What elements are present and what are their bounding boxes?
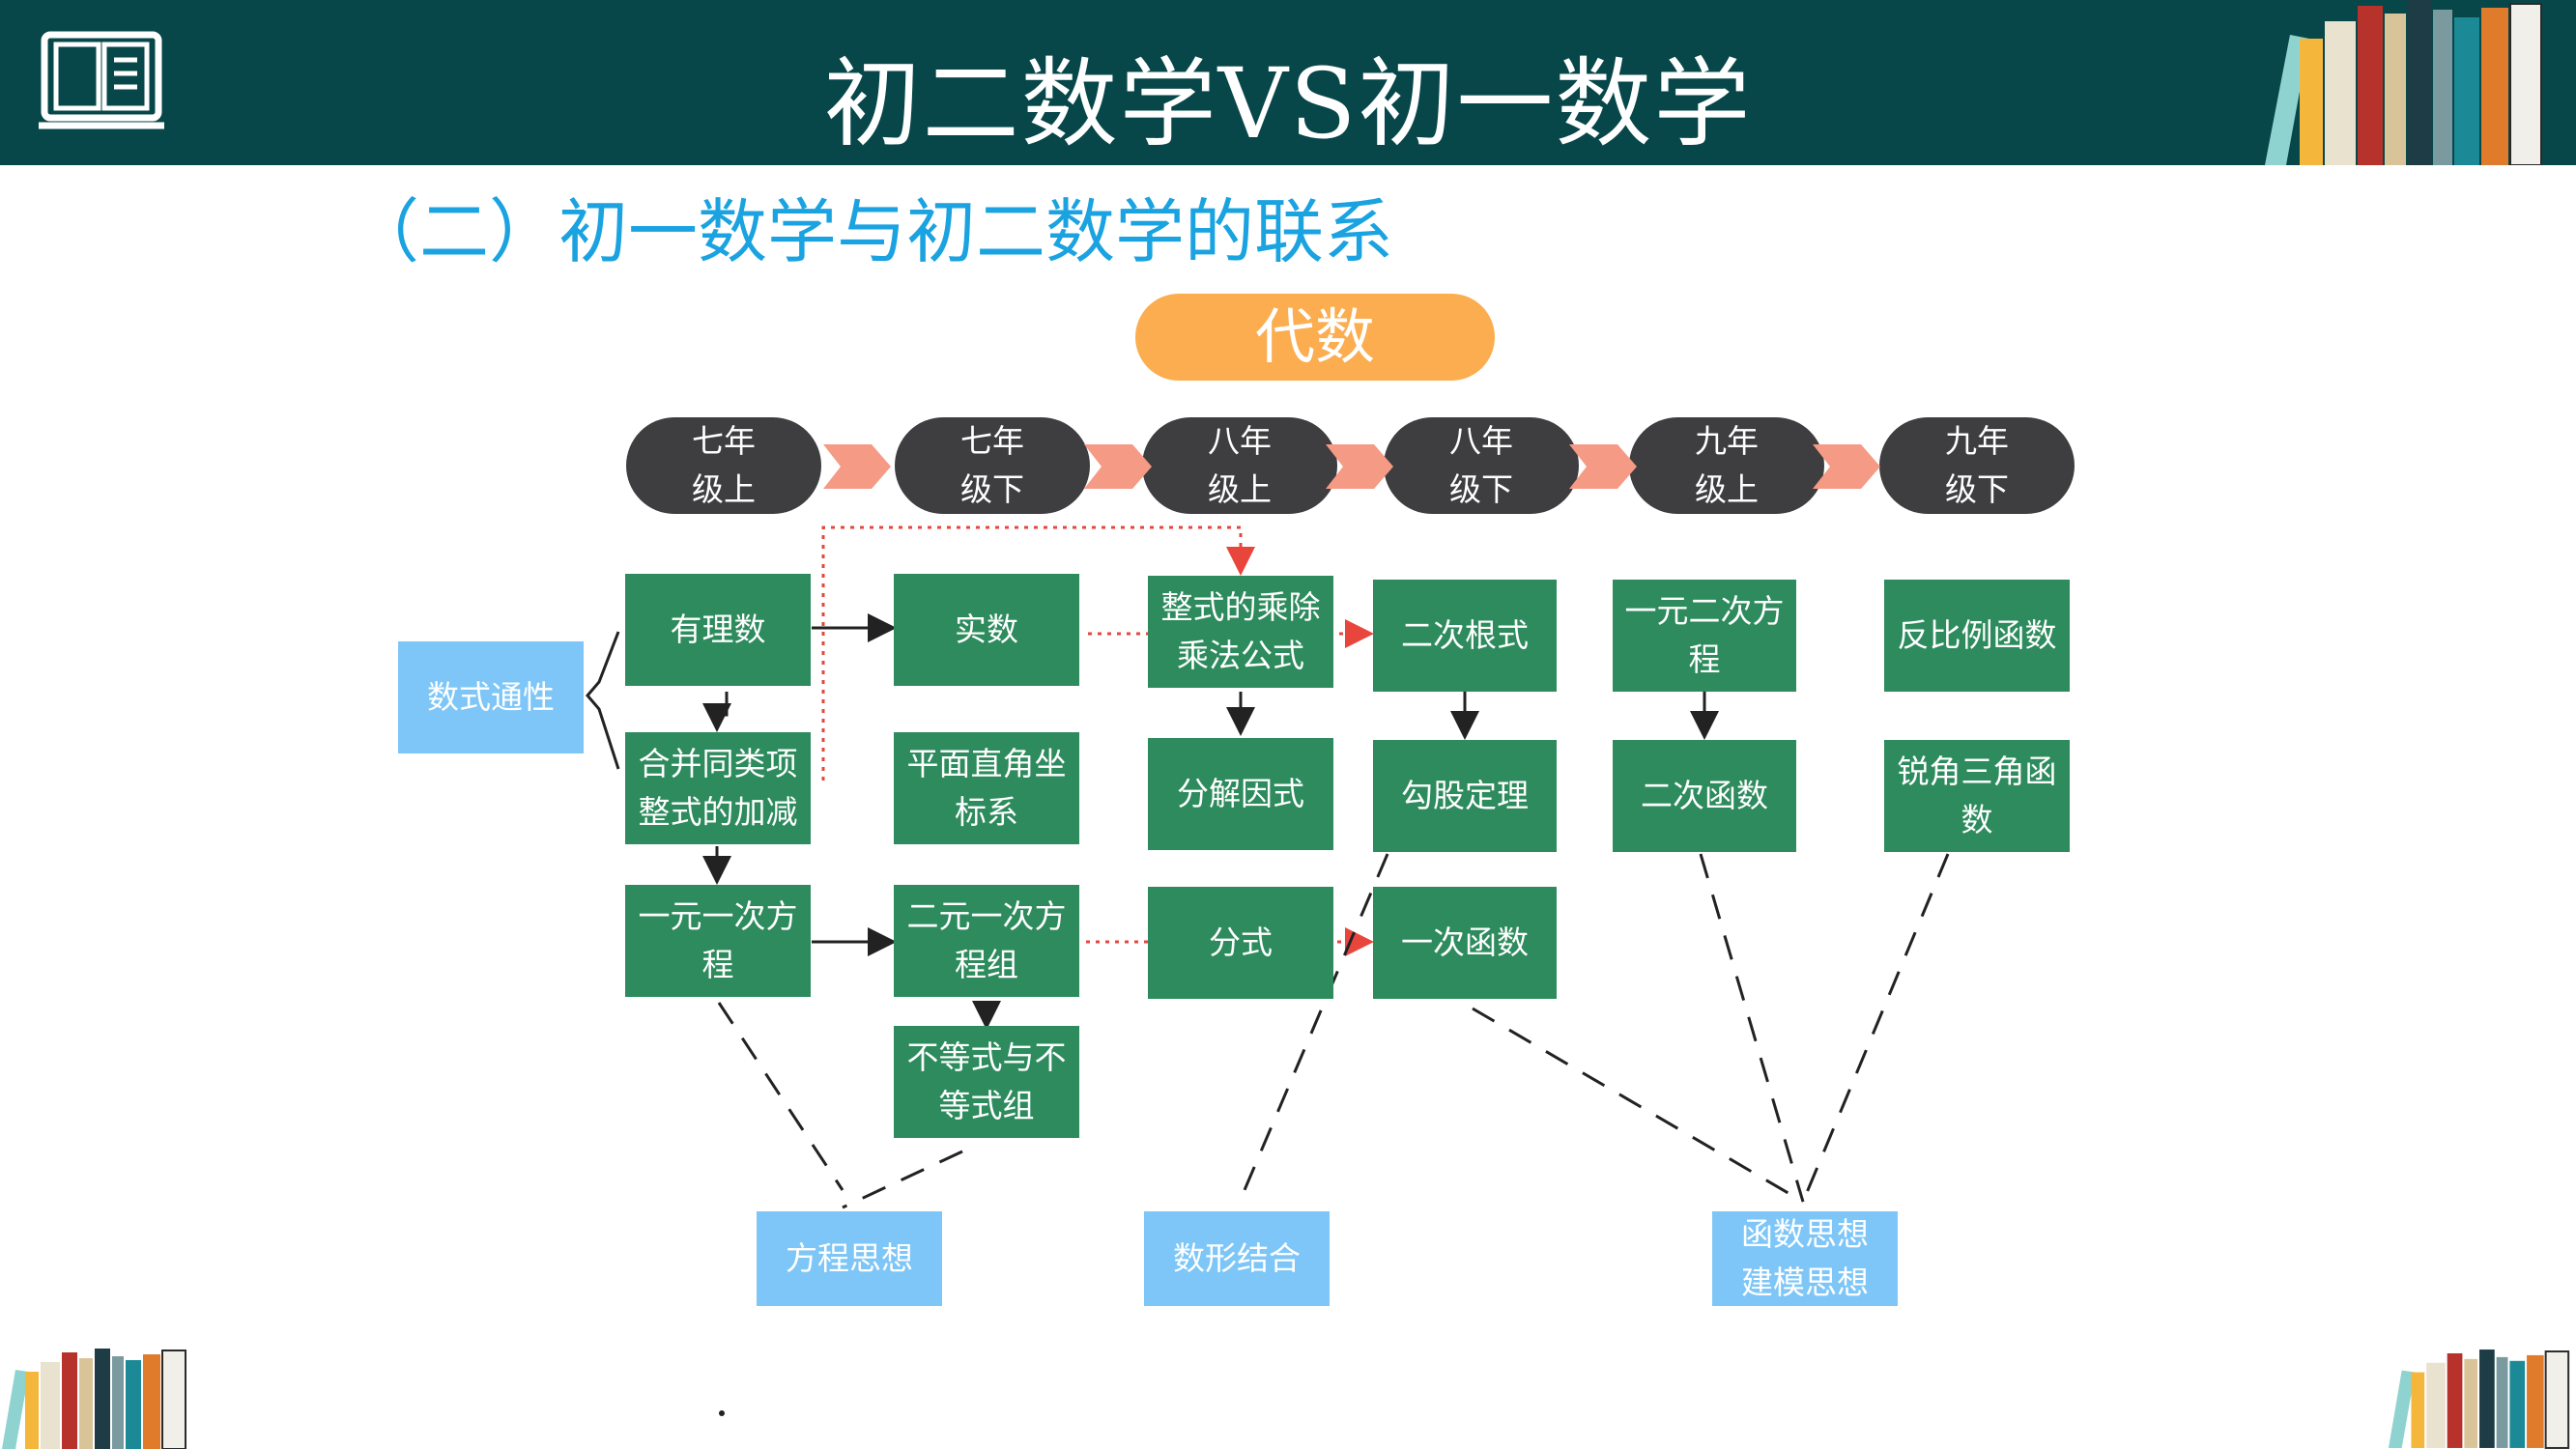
chevron-right-icon [1813, 444, 1880, 489]
thought-box: 数形结合 [1144, 1211, 1330, 1306]
bookshelf-decoration [2388, 1350, 2570, 1449]
topic-box: 二元一次方 程组 [894, 885, 1079, 997]
page-title: 初二数学VS初一数学 [823, 47, 1753, 160]
grade-line: 八年 [1208, 422, 1272, 460]
box-label: 有理数 [670, 611, 766, 648]
box-label: 反比例函数 [1897, 616, 2057, 654]
box-label: 程 [1688, 640, 1721, 678]
box-label: 分解因式 [1177, 775, 1304, 812]
topic-box: 反比例函数 [1884, 580, 2070, 692]
topic-box: 实数 [894, 574, 1079, 686]
box-label: 数式通性 [427, 678, 555, 716]
box-label: 不等式与不 [906, 1038, 1067, 1076]
chevron-right-icon [1084, 444, 1152, 489]
topic-box: 勾股定理 [1373, 740, 1557, 852]
topic-box: 二次函数 [1613, 740, 1796, 852]
topic-box: 二次根式 [1373, 580, 1557, 692]
chevron-right-icon [1569, 444, 1637, 489]
topic-box: 有理数 [625, 574, 811, 686]
box-label: 平面直角坐 [906, 745, 1067, 782]
box-label: 实数 [955, 611, 1018, 648]
grade-pill: 七年 级下 [895, 417, 1090, 514]
box-label: 勾股定理 [1401, 777, 1529, 814]
box-label: 乘法公式 [1177, 637, 1304, 674]
open-book-icon [39, 31, 164, 129]
topic-box: 整式的乘除 乘法公式 [1148, 576, 1333, 688]
box-label: 数形结合 [1173, 1239, 1301, 1277]
box-label: 合并同类项 [638, 745, 798, 782]
topic-box: 一元二次方 程 [1613, 580, 1796, 692]
chevron-right-icon [1326, 444, 1393, 489]
topic-box: 锐角三角函 数 [1884, 740, 2070, 852]
thought-box: 方程思想 [757, 1211, 942, 1306]
box-label: 方程思想 [786, 1239, 913, 1277]
box-label: 锐角三角函 [1897, 753, 2057, 790]
box-label: 等式组 [938, 1087, 1035, 1124]
grade-pill: 八年 级下 [1384, 417, 1579, 514]
topic-box: 一元一次方 程 [625, 885, 811, 997]
box-label: 二元一次方 [906, 897, 1067, 935]
topic-box: 分式 [1148, 887, 1333, 999]
section-subtitle: （二）初一数学与初二数学的联系 [350, 191, 1394, 272]
box-label: 二次函数 [1641, 777, 1768, 814]
grade-line: 八年 [1449, 422, 1513, 460]
grade-line: 九年 [1695, 422, 1759, 460]
grade-line: 级上 [1695, 470, 1759, 508]
grade-line: 级下 [1449, 470, 1513, 508]
topic-box: 分解因式 [1148, 738, 1333, 850]
box-label: 程 [701, 946, 734, 983]
grade-line: 七年 [692, 422, 756, 460]
grade-line: 九年 [1945, 422, 2009, 460]
grade-pill: 九年 级上 [1629, 417, 1824, 514]
topic-box-root: 数式通性 [398, 641, 584, 753]
box-label: 程组 [955, 946, 1018, 983]
grade-line: 七年 [960, 422, 1024, 460]
grade-pill: 七年 级上 [626, 417, 821, 514]
box-label: 整式的乘除 [1160, 588, 1321, 626]
grade-line: 级下 [960, 470, 1024, 508]
box-label: 数 [1961, 801, 1993, 838]
bookshelf-decoration [2, 1349, 186, 1449]
topic-box: 不等式与不 等式组 [894, 1026, 1079, 1138]
algebra-pill: 代数 [1135, 294, 1495, 381]
box-label: 分式 [1209, 923, 1273, 961]
grade-line: 级上 [1208, 470, 1272, 508]
box-label: 函数思想 [1741, 1215, 1869, 1253]
grade-pill: 八年 级上 [1142, 417, 1337, 514]
thought-box: 函数思想 建模思想 [1712, 1211, 1898, 1306]
topic-box: 一次函数 [1373, 887, 1557, 999]
stray-dot [719, 1410, 725, 1416]
box-label: 标系 [955, 793, 1018, 831]
grade-pill: 九年 级下 [1879, 417, 2075, 514]
bookshelf-decoration [2265, 0, 2542, 165]
topic-box: 合并同类项 整式的加减 [625, 732, 811, 844]
box-label: 一元一次方 [638, 897, 798, 935]
header-bar [0, 0, 2576, 165]
box-label: 建模思想 [1741, 1264, 1869, 1301]
box-label: 一元二次方 [1624, 592, 1785, 630]
box-label: 一次函数 [1401, 923, 1529, 961]
chevron-right-icon [823, 444, 891, 489]
grade-line: 级下 [1945, 470, 2009, 508]
grade-line: 级上 [692, 470, 756, 508]
box-label: 整式的加减 [638, 793, 798, 831]
topic-box: 平面直角坐 标系 [894, 732, 1079, 844]
box-label: 二次根式 [1401, 616, 1529, 654]
